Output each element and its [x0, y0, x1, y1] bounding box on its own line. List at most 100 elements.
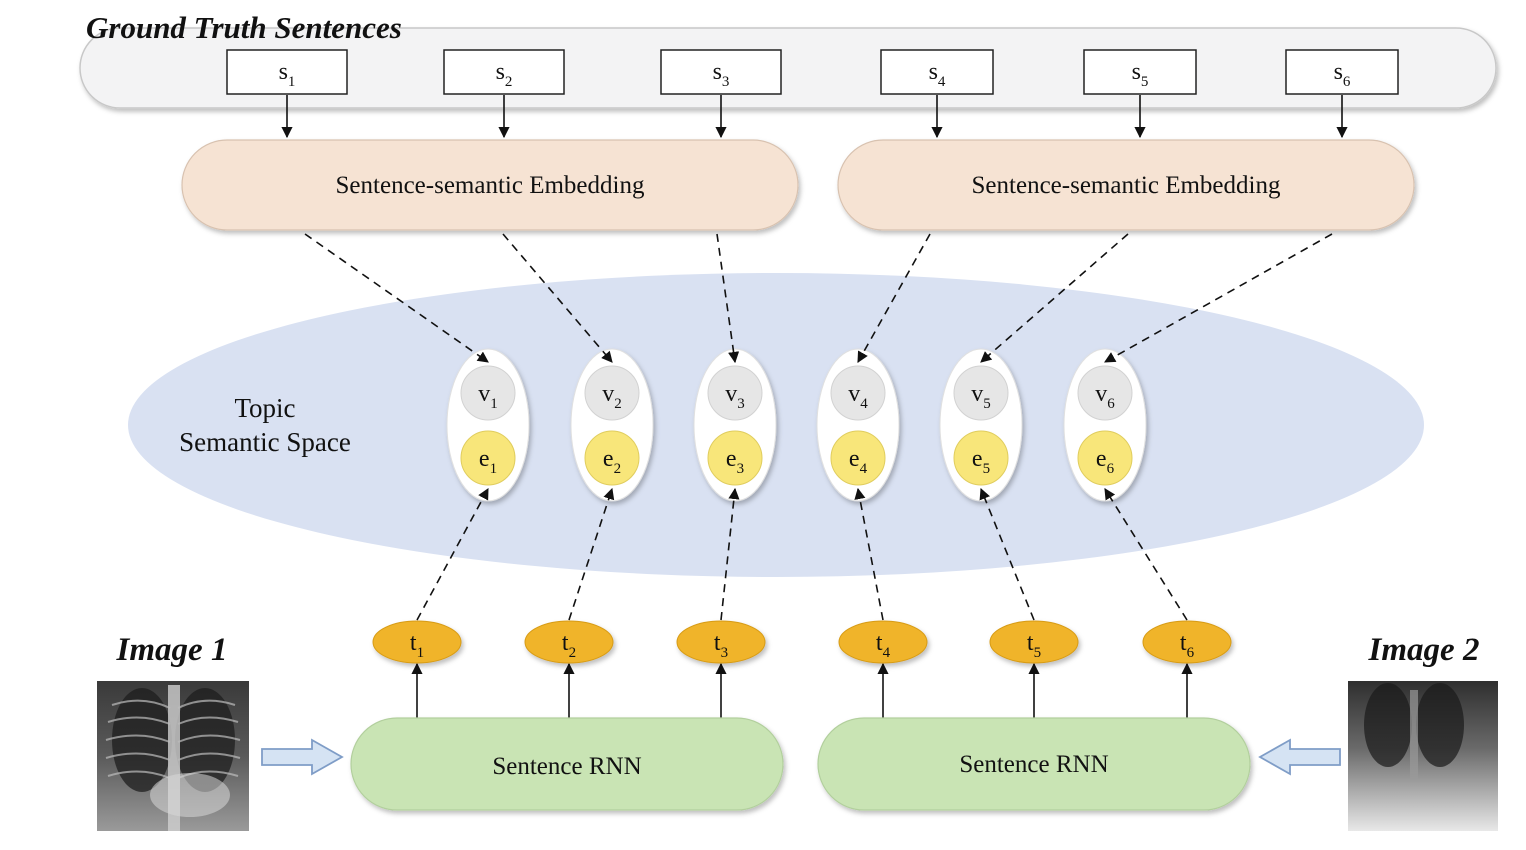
image1-input-arrow — [261, 738, 344, 776]
sentence-label-3: s3 — [713, 59, 730, 90]
v-node-label-1-subscript: 1 — [490, 396, 498, 412]
t-to-e-arrow-5 — [979, 487, 1035, 621]
chest-xray-image-2 — [1348, 681, 1498, 831]
sentence-box-5 — [1083, 49, 1197, 95]
e-node-1 — [460, 430, 516, 486]
t-node-label-3-base: t — [714, 630, 721, 656]
rnn-label-left: Sentence RNN — [492, 753, 641, 780]
e-node-2 — [584, 430, 640, 486]
v-node-label-2: v2 — [602, 381, 622, 412]
sentence-label-3-base: s — [713, 59, 722, 85]
sentence-label-5-subscript: 5 — [1141, 74, 1149, 90]
embedding-block-right — [837, 139, 1415, 231]
e-node-label-4: e4 — [849, 446, 868, 477]
rnn-label-right: Sentence RNN — [959, 751, 1108, 778]
t-node-label-2-subscript: 2 — [569, 645, 577, 661]
sentence-label-6-base: s — [1334, 59, 1343, 85]
t-node-label-4-base: t — [876, 630, 883, 656]
t-node-label-5: t5 — [1027, 630, 1041, 661]
embed-to-v-arrow-5 — [980, 233, 1129, 363]
topic-label-line1: Topic — [234, 393, 295, 423]
sentence-label-3-subscript: 3 — [722, 74, 730, 90]
v-node-label-1: v1 — [478, 381, 498, 412]
e-node-label-1: e1 — [479, 446, 497, 477]
t-node-3 — [676, 620, 766, 664]
v-node-label-3: v3 — [725, 381, 745, 412]
sentence-box-6 — [1285, 49, 1399, 95]
embed-to-v-arrow-4 — [857, 233, 931, 363]
v-node-label-1-base: v — [478, 381, 490, 407]
e-node-label-5-subscript: 5 — [983, 461, 991, 477]
e-node-label-5-base: e — [972, 446, 983, 472]
t-to-e-arrow-2 — [568, 487, 615, 621]
t-to-e-arrow-3 — [720, 487, 740, 621]
embed-to-v-arrow-2 — [502, 233, 613, 363]
e-node-6 — [1077, 430, 1133, 486]
sentence-box-3 — [660, 49, 782, 95]
e-node-label-6: e6 — [1096, 446, 1115, 477]
v-node-label-4-base: v — [848, 381, 860, 407]
v-node-5 — [953, 365, 1009, 421]
e-node-label-3: e3 — [726, 446, 744, 477]
chest-xray-image-1 — [97, 681, 249, 831]
t-node-label-5-subscript: 5 — [1034, 645, 1042, 661]
v-node-label-5-subscript: 5 — [983, 396, 991, 412]
t-to-e-arrow-1 — [416, 488, 489, 621]
image2-label: Image 2 — [1368, 632, 1480, 668]
e-node-label-4-subscript: 4 — [860, 461, 868, 477]
sentence-label-2: s2 — [496, 59, 513, 90]
image2-input-arrow — [1258, 738, 1341, 776]
t-node-label-2: t2 — [562, 630, 576, 661]
embedding-label-left: Sentence-semantic Embedding — [336, 172, 645, 199]
t-node-label-2-base: t — [562, 630, 569, 656]
e-node-label-1-base: e — [479, 446, 490, 472]
t-to-e-arrow-6 — [1104, 488, 1188, 621]
v-node-2 — [584, 365, 640, 421]
t-node-label-1-subscript: 1 — [417, 645, 425, 661]
v-node-1 — [460, 365, 516, 421]
t-node-label-5-base: t — [1027, 630, 1034, 656]
t-node-label-1-base: t — [410, 630, 417, 656]
e-node-label-1-subscript: 1 — [490, 461, 498, 477]
embedding-block-left — [181, 139, 799, 231]
rnn-block-left — [350, 717, 784, 811]
e-node-label-6-subscript: 6 — [1107, 461, 1115, 477]
sentence-label-5: s5 — [1132, 59, 1149, 90]
v-node-label-3-base: v — [725, 381, 737, 407]
e-node-label-6-base: e — [1096, 446, 1107, 472]
v-node-label-6: v6 — [1095, 381, 1115, 412]
sentence-label-5-base: s — [1132, 59, 1141, 85]
sentence-label-6: s6 — [1334, 59, 1351, 90]
embed-to-v-arrow-3 — [716, 233, 740, 364]
v-node-label-5: v5 — [971, 381, 991, 412]
t-node-label-3: t3 — [714, 630, 728, 661]
v-node-3 — [707, 365, 763, 421]
t-node-label-3-subscript: 3 — [721, 645, 729, 661]
t-node-label-1: t1 — [410, 630, 424, 661]
t-node-4 — [838, 620, 928, 664]
t-node-6 — [1142, 620, 1232, 664]
v-node-label-2-subscript: 2 — [614, 396, 622, 412]
dashed-connections — [304, 233, 1333, 621]
sentence-label-4-base: s — [929, 59, 938, 85]
sentence-label-6-subscript: 6 — [1343, 74, 1351, 90]
e-node-label-5: e5 — [972, 446, 990, 477]
e-node-5 — [953, 430, 1009, 486]
t-node-label-4: t4 — [876, 630, 891, 661]
v-node-label-6-subscript: 6 — [1107, 396, 1115, 412]
sentence-box-1 — [226, 49, 348, 95]
embedding-label-right: Sentence-semantic Embedding — [972, 172, 1281, 199]
v-node-label-2-base: v — [602, 381, 614, 407]
e-node-label-4-base: e — [849, 446, 860, 472]
sentence-label-1-subscript: 1 — [288, 74, 296, 90]
t-node-label-4-subscript: 4 — [883, 645, 891, 661]
sentence-box-2 — [443, 49, 565, 95]
rnn-block-right — [817, 717, 1251, 811]
t-node-2 — [524, 620, 614, 664]
e-node-label-3-base: e — [726, 446, 737, 472]
solid-arrows — [281, 95, 1348, 718]
